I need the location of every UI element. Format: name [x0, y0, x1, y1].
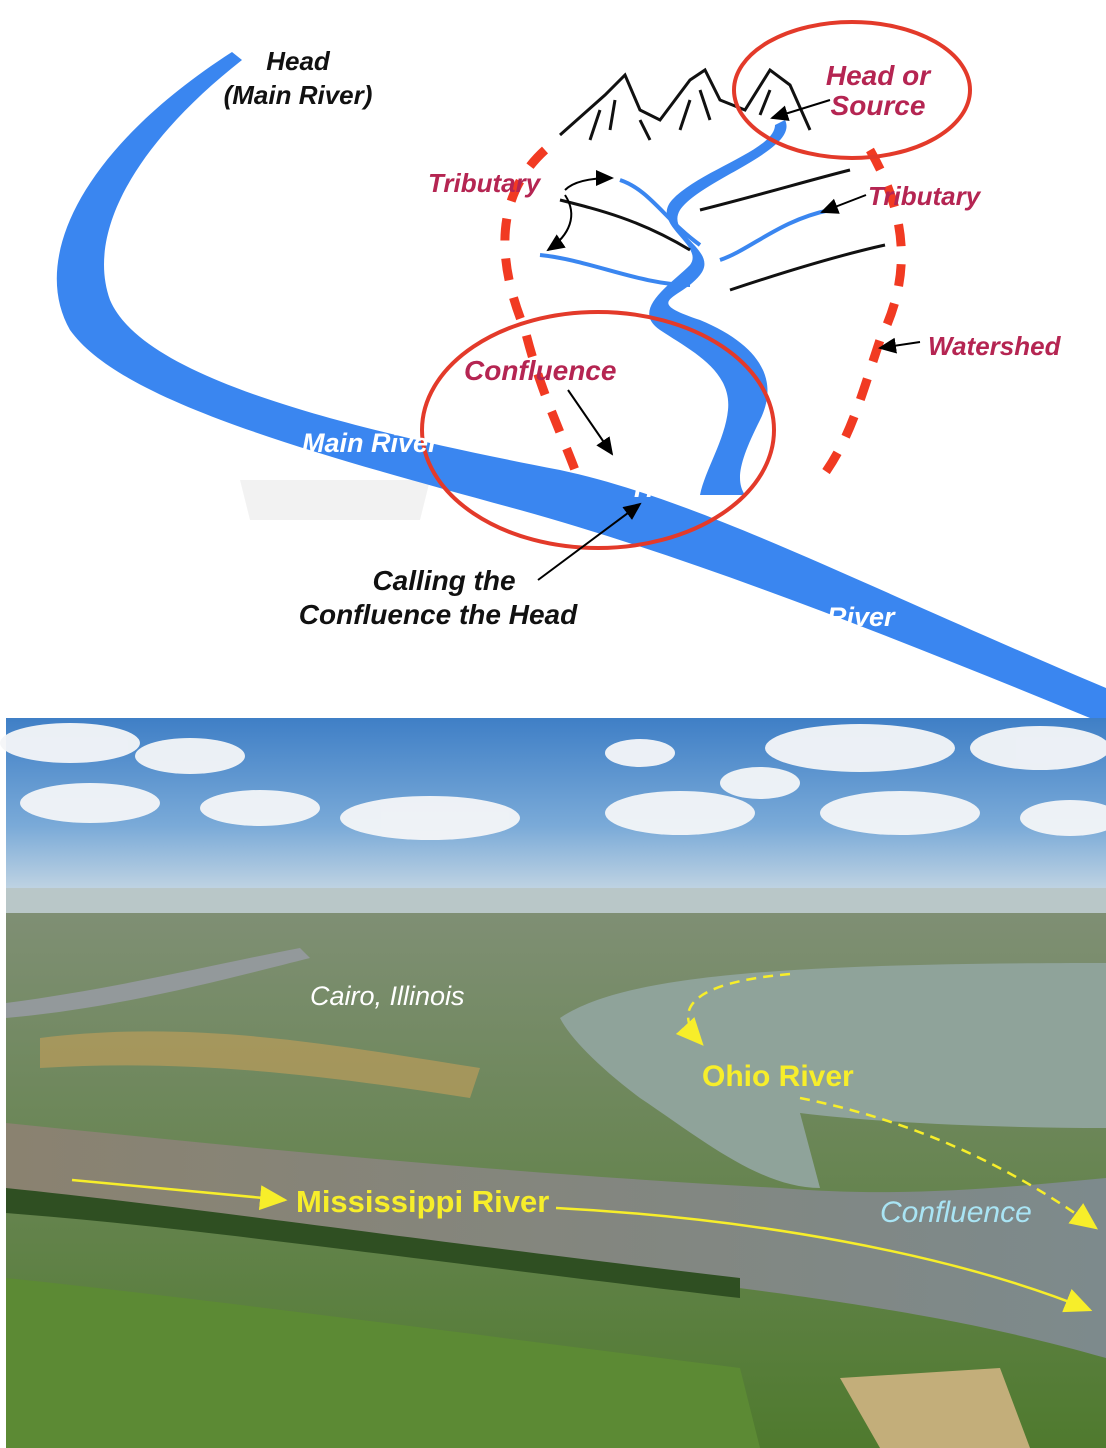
arrow-calling-head [537, 502, 642, 581]
mountains [559, 67, 812, 141]
tributary-left-stream [619, 178, 702, 247]
confluence-label: Confluence [464, 355, 616, 386]
lower-field-sand [840, 1368, 1030, 1448]
calling-label-line1: Calling the [372, 565, 515, 596]
mississippi-arrow-left [71, 1178, 288, 1211]
arrow-watershed [878, 337, 921, 354]
tributary-right-label: Tributary [868, 181, 982, 211]
clouds [0, 723, 1106, 840]
mississippi-river-water [6, 1123, 1106, 1358]
field [40, 1031, 480, 1098]
tributary-right-stream [719, 208, 831, 262]
mississippi-river-label: Mississippi River [296, 1184, 549, 1219]
watershed-boundary [500, 146, 906, 483]
confluence-photo-label: Confluence [880, 1196, 1032, 1229]
background-shape [240, 480, 430, 520]
main-river-right-label: Main River [758, 602, 896, 632]
arrow-tributary-left-lower [546, 194, 573, 252]
head-main-river-label-line1: Head [266, 46, 331, 76]
tree-line [6, 1188, 740, 1298]
tributary-left-label: Tributary [428, 168, 542, 198]
tributary-lower-stream [539, 253, 691, 287]
aerial-photo-svg: Cairo, Illinois Ohio River Mississippi R… [0, 718, 1106, 1448]
head-label: Head [634, 473, 701, 503]
distant-river [6, 948, 310, 1018]
arrow-tributary-right [820, 194, 867, 214]
main-river-left-label: Main River [302, 428, 440, 458]
arrow-confluence [567, 389, 614, 456]
ohio-river-label: Ohio River [702, 1060, 854, 1093]
aerial-photo: Cairo, Illinois Ohio River Mississippi R… [0, 718, 1106, 1448]
river-diagram: Head (Main River) Head or Source Tributa… [0, 0, 1106, 718]
head-source-circle [732, 20, 972, 160]
tributary-stream-main [649, 120, 787, 495]
cairo-label: Cairo, Illinois [310, 981, 465, 1011]
head-main-river-label-line2: (Main River) [224, 80, 373, 110]
confluence-circle [420, 310, 776, 550]
calling-label-line2: Confluence the Head [299, 599, 578, 630]
ohio-arrow-lower [799, 1096, 1099, 1230]
main-river-shape [56, 52, 1106, 718]
head-or-source-label-line2: Source [831, 90, 926, 121]
arrow-head-source [770, 99, 831, 121]
arrow-tributary-left-upper [564, 170, 614, 191]
ohio-arrow-upper [675, 972, 791, 1046]
hills [559, 168, 886, 292]
lower-field [6, 1278, 760, 1448]
mississippi-arrow-right [555, 1206, 1093, 1313]
watershed-label: Watershed [928, 331, 1062, 361]
river-diagram-svg: Head (Main River) Head or Source Tributa… [56, 20, 1106, 718]
head-or-source-label-line1: Head or [826, 60, 932, 91]
